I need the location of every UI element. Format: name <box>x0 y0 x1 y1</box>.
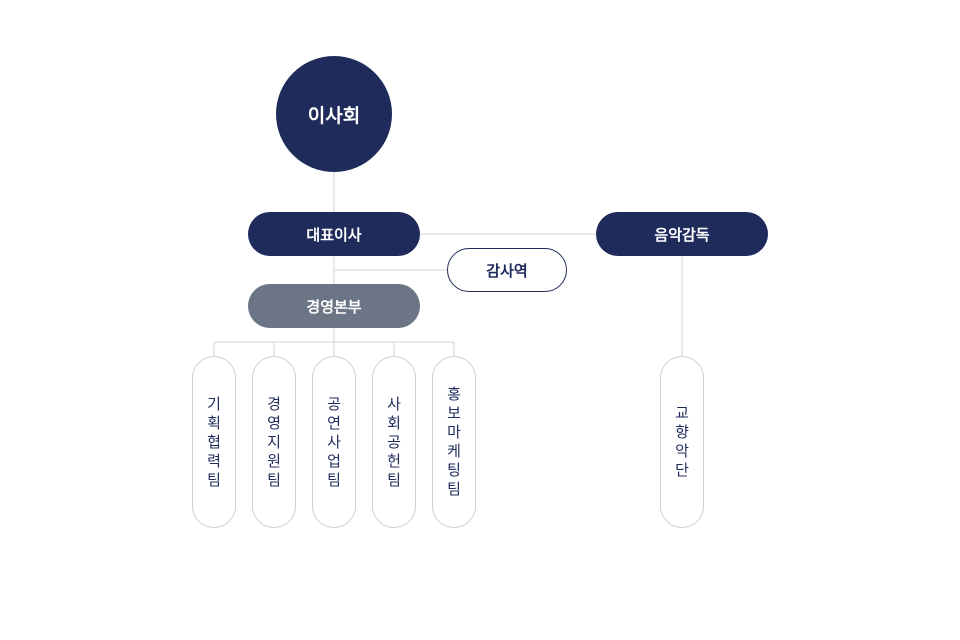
auditor-node: 감사역 <box>447 248 567 292</box>
team-marketing-label: 홍보마케팅팀 <box>447 385 461 498</box>
music-director-node: 음악감독 <box>596 212 768 256</box>
board-label: 이사회 <box>307 104 361 127</box>
ceo-label: 대표이사 <box>306 225 362 244</box>
board-node: 이사회 <box>276 56 392 172</box>
team-management-support-label: 경영지원팀 <box>267 394 281 489</box>
team-social-contribution-node: 사회공헌팀 <box>372 356 416 528</box>
ceo-node: 대표이사 <box>248 212 420 256</box>
auditor-label: 감사역 <box>486 261 528 280</box>
management-node: 경영본부 <box>248 284 420 328</box>
team-planning-node: 기획협력팀 <box>192 356 236 528</box>
orchestra-node: 교향악단 <box>660 356 704 528</box>
team-management-support-node: 경영지원팀 <box>252 356 296 528</box>
music-director-label: 음악감독 <box>654 225 710 244</box>
team-social-contribution-label: 사회공헌팀 <box>387 394 401 489</box>
team-planning-label: 기획협력팀 <box>207 394 221 489</box>
team-marketing-node: 홍보마케팅팀 <box>432 356 476 528</box>
team-performance-label: 공연사업팀 <box>327 394 341 489</box>
team-performance-node: 공연사업팀 <box>312 356 356 528</box>
orchestra-label: 교향악단 <box>675 404 689 479</box>
management-label: 경영본부 <box>306 297 362 316</box>
